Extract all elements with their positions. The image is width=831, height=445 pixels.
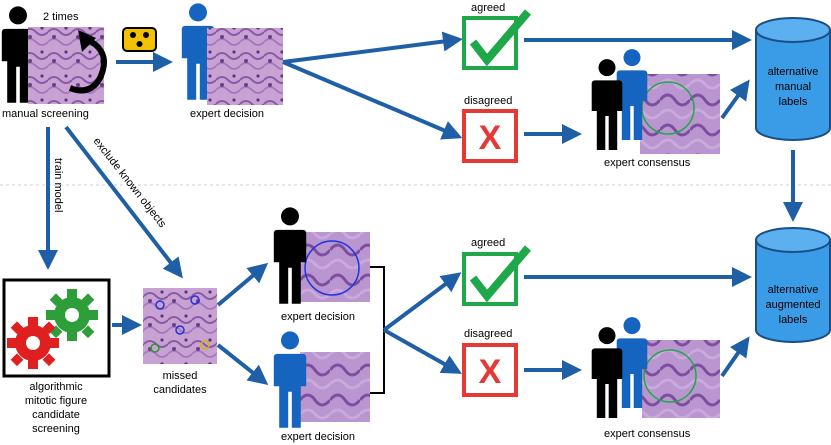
db-bottom-line2: augmented — [765, 299, 820, 311]
train-model-label: train model — [52, 158, 64, 212]
expert-decision-top-label: expert decision — [190, 108, 264, 120]
expert-consensus-top-label: expert consensus — [604, 157, 691, 169]
arrow-to-disagreed-top — [282, 60, 463, 140]
manual-screening-label: manual screening — [2, 108, 89, 120]
check-icon-top — [462, 9, 532, 70]
exclude-known-label: exclude known objects — [91, 135, 169, 230]
blind-icon — [122, 27, 157, 52]
missed-line1: missed — [163, 370, 198, 382]
gear-green-icon — [46, 289, 98, 341]
arrow-to-agreed-bottom — [382, 272, 462, 332]
algorithm-box — [2, 278, 111, 378]
db-top-line3: labels — [779, 96, 808, 108]
db-top-line1: alternative — [768, 66, 819, 78]
arrow-to-agreed-top — [282, 31, 463, 64]
missed-candidates-image — [143, 288, 217, 364]
expert-consensus-bottom-label: expert consensus — [604, 428, 691, 440]
expert-decision-bottom-label: expert decision — [281, 431, 355, 443]
disagreed-bottom-label: disagreed — [464, 328, 512, 340]
consensus-experts-top-icon — [591, 49, 648, 151]
tissue-image-expert — [207, 28, 283, 105]
arrow-consensus-to-db-top — [720, 79, 750, 120]
tissue-image-expert-bottom — [300, 352, 370, 422]
database-top-icon — [755, 17, 831, 141]
arrow-exclude-known — [64, 125, 183, 279]
annotation-circle-mid — [304, 240, 360, 296]
annotation-circle-consensus-bottom — [643, 349, 697, 403]
db-bottom-line3: labels — [779, 314, 808, 326]
arrow-consensus-to-db-bottom — [720, 336, 750, 378]
agreed-bottom-label: agreed — [471, 237, 505, 249]
db-bottom-line1: alternative — [768, 284, 819, 296]
merge-bracket — [370, 266, 385, 394]
gear-red-icon — [7, 317, 59, 369]
arrow-to-disagreed-bottom — [383, 328, 462, 374]
database-bottom-icon — [755, 227, 831, 343]
tissue-image-consensus-top — [640, 74, 720, 154]
cross-icon-bottom: X — [462, 343, 518, 397]
svg-text:X: X — [479, 353, 502, 391]
arrow-candidates-to-expert-mid — [216, 262, 269, 307]
agreed-top-label: agreed — [471, 2, 505, 14]
cross-icon-top: X — [462, 109, 518, 163]
consensus-experts-bottom-icon — [591, 317, 648, 419]
missed-line2: candidates — [153, 384, 207, 396]
algo-line4: screening — [32, 423, 80, 435]
algo-line3: candidate — [32, 409, 80, 421]
repeat-arrow-icon — [68, 30, 107, 94]
db-top-line2: manual — [775, 81, 811, 93]
svg-text:X: X — [479, 119, 502, 157]
arrow-candidates-to-expert-bottom — [216, 343, 269, 385]
expert-decision-mid-label: expert decision — [281, 311, 355, 323]
disagreed-top-label: disagreed — [464, 95, 512, 107]
algo-line1: algorithmic — [29, 381, 83, 393]
times-label: 2 times — [43, 11, 79, 23]
algo-line2: mitotic figure — [25, 395, 87, 407]
check-icon-bottom — [462, 245, 532, 306]
